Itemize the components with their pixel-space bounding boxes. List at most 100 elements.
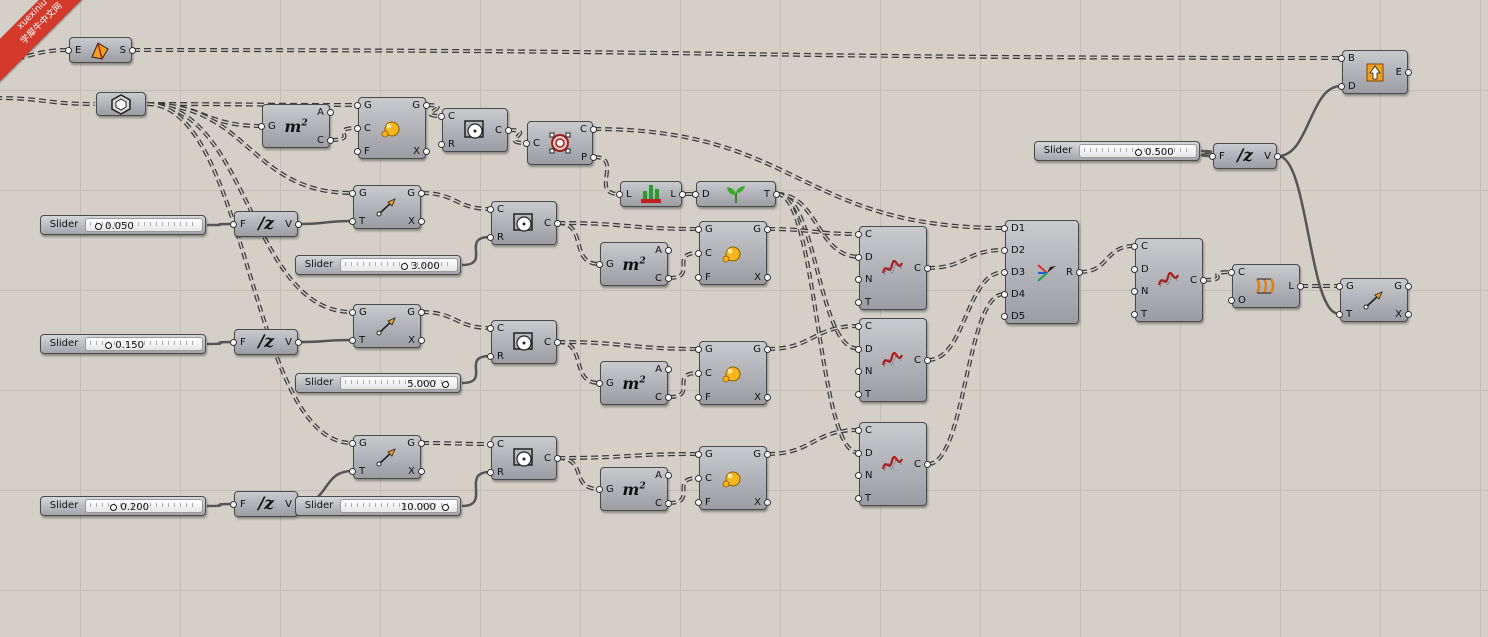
area-2-input-G[interactable]: G [606,378,614,389]
output-grip[interactable] [1405,69,1412,76]
area-3-output-C[interactable]: C [655,498,662,509]
scale-3-input-F[interactable]: F [705,497,711,508]
curve-2-input-C[interactable]: C [865,321,872,332]
input-grip[interactable] [1131,265,1138,273]
input-grip[interactable] [1131,311,1138,318]
output-grip[interactable] [764,394,771,401]
loft-input-C[interactable]: C [1238,267,1245,278]
output-grip[interactable] [679,191,686,198]
circle-1-input-R[interactable]: R [497,232,504,243]
move-1-input-T[interactable]: T [359,216,366,227]
scale-1-output-G[interactable]: G [753,224,761,235]
input-grip[interactable] [349,440,356,447]
graft-input-D[interactable]: D [702,189,710,200]
output-grip[interactable] [418,468,425,475]
slider-track[interactable]: 5.000 [340,376,458,390]
output-grip[interactable] [505,127,512,134]
unitz-2-input-F[interactable]: F [240,337,246,348]
input-grip[interactable] [1338,83,1345,90]
circle-3-input-R[interactable]: R [497,467,504,478]
input-grip[interactable] [1001,269,1008,276]
scale-1-output-X[interactable]: X [754,272,761,283]
move-3-output-G[interactable]: G [407,438,415,449]
scale-1-input-F[interactable]: F [705,272,711,283]
loft-output-L[interactable]: L [1288,281,1294,292]
input-grip[interactable] [65,47,72,54]
input-grip[interactable] [695,226,702,233]
slider-track[interactable]: 10.000 [340,499,458,513]
input-grip[interactable] [487,441,494,448]
move-4-output-X[interactable]: X [1395,309,1402,320]
input-grip[interactable] [1001,247,1008,254]
output-grip[interactable] [590,154,597,161]
scale-top-input-G[interactable]: G [364,100,372,111]
slider-knob[interactable] [95,223,103,230]
slider-track[interactable]: 0.050 [85,218,203,232]
merge-output-R[interactable]: R [1066,267,1073,278]
scale-3-output-X[interactable]: X [754,497,761,508]
scale-2-output-X[interactable]: X [754,392,761,403]
curve-1-input-D[interactable]: D [865,251,873,263]
area-3-output-A[interactable]: A [655,470,662,481]
circle-top-output-C[interactable]: C [495,125,502,136]
output-grip[interactable] [327,109,334,116]
area-2-output-A[interactable]: A [655,364,662,375]
brep-param-component[interactable] [96,92,146,116]
curve-4-input-C[interactable]: C [1141,241,1148,252]
scale-3-output-G[interactable]: G [753,449,761,460]
curve-3-input-C[interactable]: C [865,425,872,436]
output-grip[interactable] [924,265,931,272]
ring-comp-output-P[interactable]: P [580,152,587,163]
cap-output-E[interactable]: E [1395,67,1402,78]
area-top-output-A[interactable]: A [317,107,324,118]
unitz-1-input-F[interactable]: F [240,219,246,230]
output-grip[interactable] [418,309,425,316]
merge-input-D2[interactable]: D2 [1011,245,1026,256]
input-grip[interactable] [855,449,862,457]
circle-top-input-R[interactable]: R [448,139,455,150]
slider-knob[interactable] [441,504,449,511]
input-grip[interactable] [855,299,862,306]
curve-4-input-T[interactable]: T [1141,309,1148,320]
input-grip[interactable] [1336,283,1343,290]
area-3-input-G[interactable]: G [606,484,614,495]
circle-1-output-C[interactable]: C [544,218,551,229]
circle-2-input-C[interactable]: C [497,323,504,334]
scale-2-input-F[interactable]: F [705,392,711,403]
move-2-input-T[interactable]: T [359,335,366,346]
merge-input-D3[interactable]: D3 [1011,267,1026,278]
input-grip[interactable] [230,339,237,346]
input-grip[interactable] [1001,225,1008,232]
output-grip[interactable] [764,499,771,506]
input-grip[interactable] [230,501,237,508]
list-item-input-L[interactable]: L [626,189,632,200]
input-grip[interactable] [487,325,494,332]
input-grip[interactable] [438,141,445,148]
move-3-input-G[interactable]: G [359,438,367,449]
move-2-input-G[interactable]: G [359,307,367,318]
input-grip[interactable] [855,427,862,434]
circle-2-output-C[interactable]: C [544,337,551,348]
input-grip[interactable] [487,469,494,476]
circle-top-component[interactable]: C R C [442,108,508,152]
input-grip[interactable] [855,472,862,480]
output-grip[interactable] [764,226,771,233]
output-grip[interactable] [764,346,771,353]
output-grip[interactable] [418,440,425,447]
input-grip[interactable] [1228,297,1235,304]
slider-knob[interactable] [105,342,113,349]
circle-top-input-C[interactable]: C [448,111,455,122]
output-grip[interactable] [1200,277,1207,284]
